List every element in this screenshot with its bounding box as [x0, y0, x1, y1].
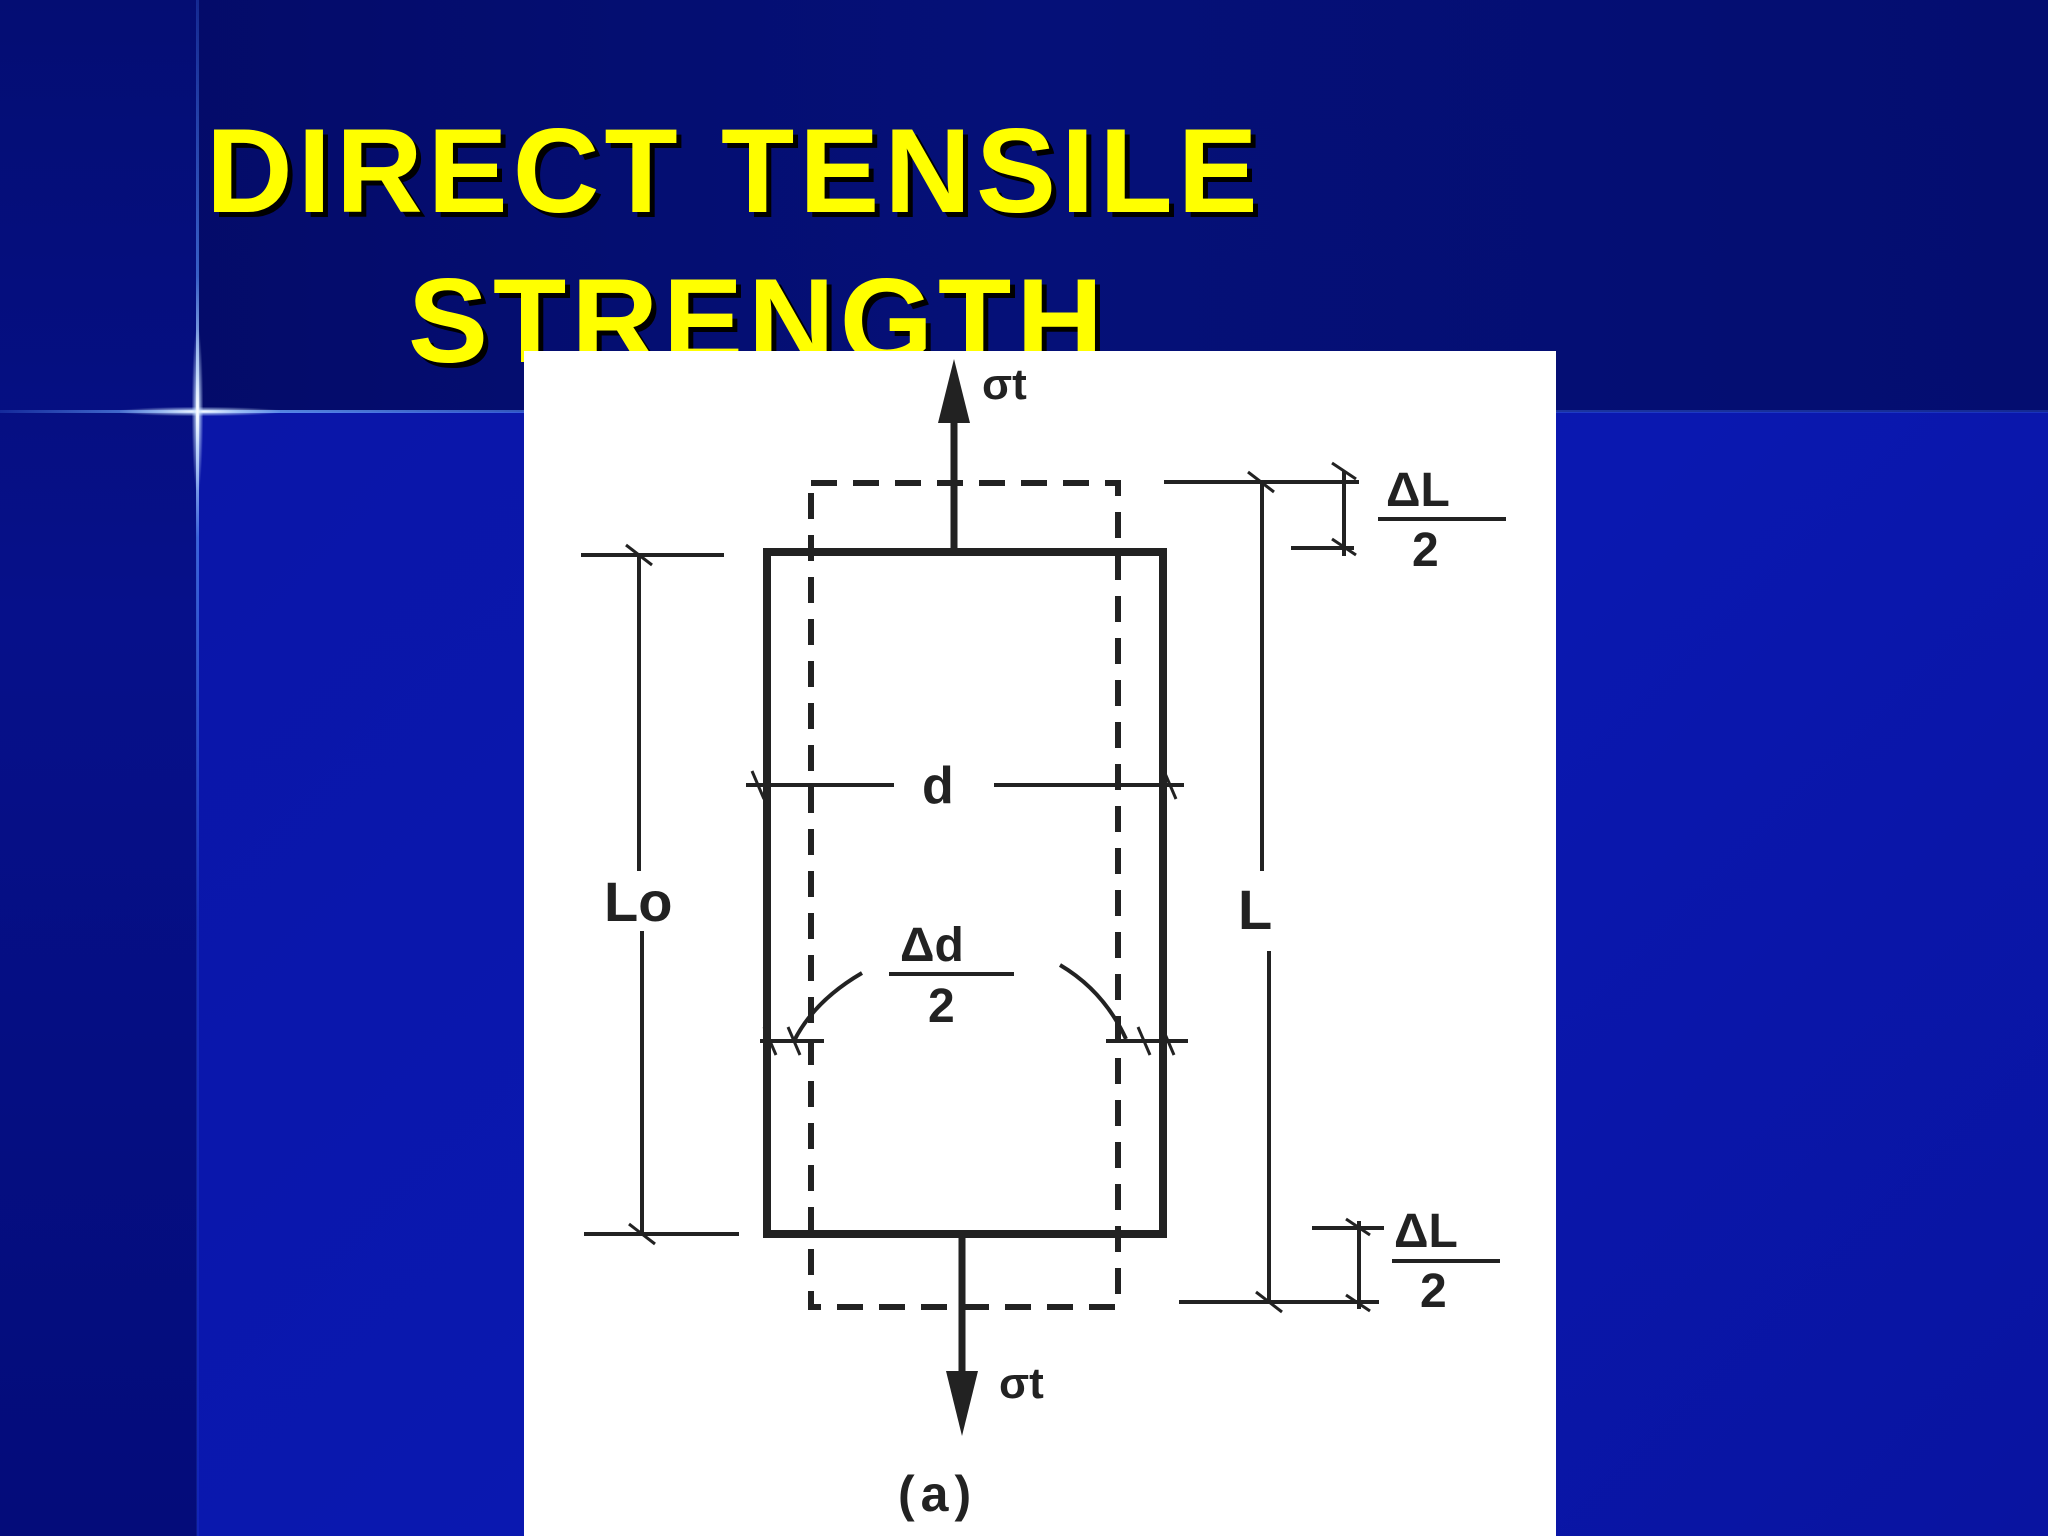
contraction-numerator: Δd: [900, 919, 964, 972]
top-stress-label: σt: [982, 360, 1027, 409]
bottom-elongation-dimension: [1312, 1217, 1500, 1313]
bottom-stress-label: σt: [999, 1359, 1044, 1408]
original-length-label: Lo: [604, 870, 672, 933]
lateral-contraction-dimension: [760, 963, 1188, 1056]
bottom-elongation-numerator: ΔL: [1394, 1205, 1458, 1258]
bottom-elongation-denominator: 2: [1420, 1265, 1447, 1318]
diameter-label: d: [922, 757, 954, 815]
final-length-label: L: [1238, 878, 1272, 941]
final-length-dimension: [1164, 470, 1379, 1314]
top-load-arrow: [938, 359, 970, 552]
tensile-specimen-diagram: σt σt d Lo: [524, 351, 1556, 1536]
original-specimen-outline: [763, 548, 1167, 1238]
top-elongation-numerator: ΔL: [1386, 464, 1450, 517]
light-flare-vertical: [192, 330, 203, 490]
original-length-dimension: [581, 543, 739, 1246]
deformed-specimen-outline: [808, 480, 1121, 1310]
title-line-1: DIRECT TENSILE: [206, 104, 1263, 238]
bottom-load-arrow: [946, 1234, 978, 1436]
top-elongation-denominator: 2: [1412, 524, 1439, 577]
vertical-divider-line: [196, 0, 199, 1536]
diameter-dimension: [746, 770, 1184, 800]
top-elongation-dimension: [1291, 461, 1506, 557]
left-strip-background: [0, 0, 197, 1536]
contraction-denominator: 2: [928, 980, 955, 1033]
header-background: [0, 0, 2048, 412]
diagram-svg: σt σt d Lo: [581, 359, 1506, 1522]
figure-caption: (a): [898, 1466, 977, 1522]
